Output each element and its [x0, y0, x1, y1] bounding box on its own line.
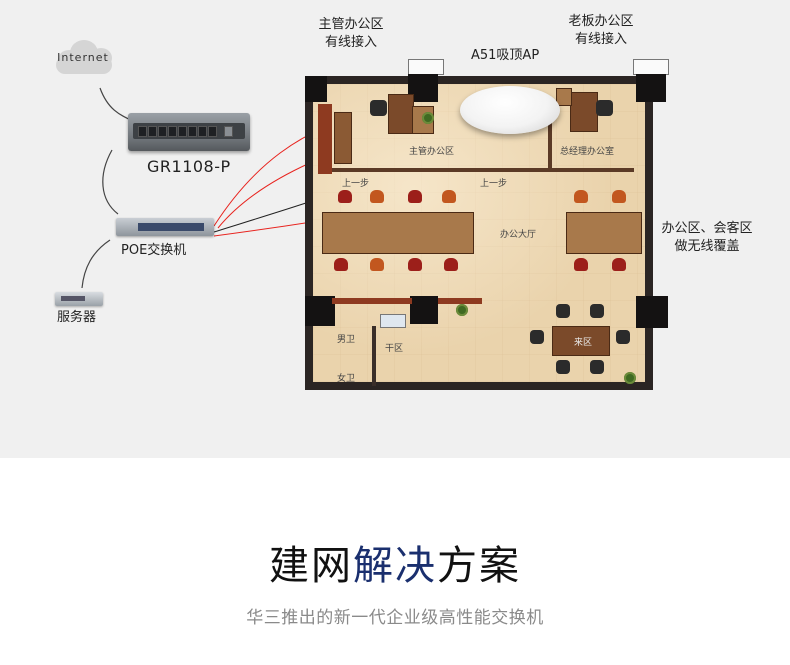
male-restroom-label: 男卫 [337, 335, 356, 345]
title-highlight: 解决 [353, 543, 437, 589]
reception-chair [590, 304, 604, 318]
chair [444, 258, 458, 271]
female-restroom-label: 女卫 [337, 374, 356, 384]
pillar [636, 296, 668, 328]
poe-switch-icon [116, 218, 214, 236]
manager-office-callout-line2: 有线接入 [324, 35, 377, 50]
chair [408, 190, 422, 203]
chair [612, 258, 626, 271]
title-part1: 建网 [269, 543, 353, 589]
poe-switch-label: POE交换机 [121, 243, 187, 258]
window-manager [408, 59, 444, 75]
boss-office-callout: 老板办公区 有线接入 [566, 13, 636, 49]
gm-side-table [556, 88, 572, 106]
workstation-block-right [566, 212, 642, 254]
wall [548, 104, 552, 168]
chair [334, 258, 348, 271]
office-area-callout: 办公区、会客区 做无线覆盖 [658, 220, 756, 256]
plant-icon [422, 112, 434, 124]
server-icon [55, 292, 103, 306]
pillar [636, 74, 666, 102]
plant-icon [624, 372, 636, 384]
chair [612, 190, 626, 203]
server-label: 服务器 [57, 310, 97, 325]
wall [332, 168, 634, 172]
manager-cabinet [334, 112, 352, 164]
plant-icon [456, 304, 468, 316]
reception-chair [556, 304, 570, 318]
office-area-callout-line2: 做无线覆盖 [674, 239, 740, 254]
workstation-block-left [322, 212, 474, 254]
dry-area-label: 干区 [385, 344, 404, 354]
router-label: GR1108-P [147, 157, 231, 176]
chair [574, 258, 588, 271]
reception-chair [590, 360, 604, 374]
office-hall-label: 办公大厅 [500, 230, 537, 240]
boss-office-callout-line2: 有线接入 [574, 32, 627, 47]
chair [370, 190, 384, 203]
gm-desk [570, 92, 598, 132]
reception-table [552, 326, 610, 356]
reception-chair [530, 330, 544, 344]
manager-office-callout: 主管办公区 有线接入 [316, 16, 386, 52]
chair [408, 258, 422, 271]
internet-cloud-icon: Internet [52, 40, 114, 74]
manager-desk [388, 94, 414, 134]
chair [370, 258, 384, 271]
sink [380, 314, 406, 328]
step-up-right-label: 上一步 [480, 179, 508, 189]
office-area-callout-line1: 办公区、会客区 [661, 221, 753, 236]
manager-chair [370, 100, 387, 116]
switch-server-link [81, 239, 111, 289]
title-part2: 方案 [437, 543, 521, 589]
manager-office-room-label: 主管办公区 [409, 147, 455, 157]
gm-chair [596, 100, 613, 116]
step-up-left-label: 上一步 [342, 179, 370, 189]
diagram-panel: Internet GR1108-P POE交换机 服务器 主管办公区 有线接入 … [0, 0, 790, 458]
manager-office-callout-line1: 主管办公区 [318, 17, 384, 32]
window-boss [633, 59, 669, 75]
pillar [305, 296, 335, 326]
reception-label: 来区 [574, 338, 593, 348]
ceiling-ap-icon [460, 86, 560, 134]
pillar [410, 296, 438, 324]
page-title: 建网解决方案 [0, 540, 790, 592]
wall [438, 298, 482, 304]
reception-chair [616, 330, 630, 344]
pillar [305, 76, 327, 102]
internet-label: Internet [57, 51, 109, 64]
ap-callout: A51吸顶AP [471, 48, 540, 63]
boss-office-callout-line1: 老板办公区 [568, 14, 634, 29]
gm-office-room-label: 总经理办公室 [560, 147, 615, 157]
chair [574, 190, 588, 203]
chair [338, 190, 352, 203]
wall [332, 298, 412, 304]
router-icon [128, 113, 250, 151]
router-switch-link [102, 149, 119, 215]
page-subtitle: 华三推出的新一代企业级高性能交换机 [246, 608, 544, 628]
chair [442, 190, 456, 203]
wall [372, 326, 376, 386]
wall [318, 104, 332, 174]
reception-chair [556, 360, 570, 374]
